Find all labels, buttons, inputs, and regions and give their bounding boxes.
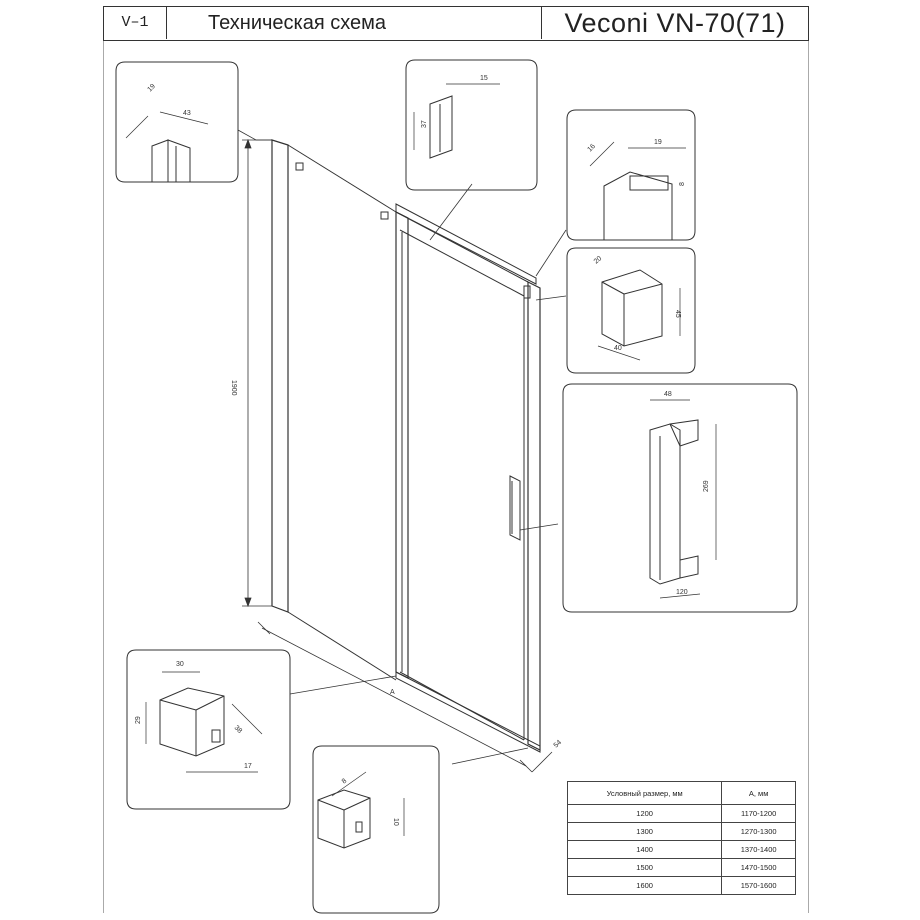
drawing-title: Техническая схема <box>208 12 387 34</box>
callout-top-profile <box>115 61 239 183</box>
svg-text:10: 10 <box>392 818 399 826</box>
fixed-panel-top <box>287 144 397 213</box>
svg-text:20: 20 <box>593 255 604 265</box>
svg-text:8: 8 <box>341 778 349 786</box>
callout-leaders <box>237 129 567 765</box>
door-glass-top <box>399 229 525 297</box>
door-handle <box>509 475 521 541</box>
svg-text:15: 15 <box>480 75 488 82</box>
callout-wall-profile <box>566 109 696 241</box>
svg-text:45: 45 <box>674 310 681 318</box>
table-header-row: Условный размер, мм А, мм <box>566 781 796 805</box>
door-right-profile <box>527 281 541 751</box>
top-rail <box>395 203 537 285</box>
table-row: 1400 1370-1400 <box>566 840 796 859</box>
height-label: 1900 <box>230 380 237 396</box>
svg-text:16: 16 <box>586 143 597 154</box>
table-header-nominal: Условный размер, мм <box>566 781 723 805</box>
svg-text:29: 29 <box>135 716 142 724</box>
fixed-panel-clip <box>295 162 304 171</box>
fixed-panel-clip <box>380 211 389 220</box>
size-table: Условный размер, мм А, мм 1200 1170-1200… <box>566 781 796 895</box>
table-header-a: А, мм <box>721 781 796 805</box>
sheet-code: V–1 <box>104 7 167 39</box>
svg-text:38: 38 <box>233 724 244 735</box>
svg-text:43: 43 <box>183 110 191 117</box>
model-name: Veconi VN-70(71) <box>541 7 808 39</box>
table-row: 1500 1470-1500 <box>566 858 796 877</box>
callout-bottom-profile <box>312 745 440 914</box>
callout-handle <box>562 383 798 613</box>
svg-text:269: 269 <box>703 480 710 492</box>
callout-bracket <box>566 247 696 374</box>
callout-top-rail <box>405 59 538 191</box>
wall-bracket <box>523 285 531 299</box>
svg-text:40: 40 <box>614 345 622 352</box>
title-block: V–1 Техническая схема Veconi VN-70(71) <box>103 6 809 41</box>
table-row: 1600 1570-1600 <box>566 876 796 895</box>
table-row: 1200 1170-1200 <box>566 804 796 823</box>
svg-text:37: 37 <box>421 120 428 128</box>
svg-text:120: 120 <box>676 589 688 596</box>
bottom-sill <box>395 671 541 753</box>
svg-text:30: 30 <box>176 661 184 668</box>
callout-hinge <box>126 649 291 810</box>
svg-text:8: 8 <box>679 182 686 186</box>
depth-dimension-line <box>531 751 553 773</box>
width-label: A <box>390 689 395 696</box>
shower-door-assembly <box>271 139 541 753</box>
svg-text:19: 19 <box>146 83 157 94</box>
drawing-frame <box>103 40 809 913</box>
svg-text:48: 48 <box>664 391 672 398</box>
svg-text:19: 19 <box>654 139 662 146</box>
fixed-panel-bottom <box>287 611 397 681</box>
fixed-panel-edge <box>271 139 289 613</box>
svg-text:17: 17 <box>244 763 252 770</box>
top-rail-inner <box>395 211 529 283</box>
width-dimension-line <box>261 627 397 699</box>
depth-label: 54 <box>553 739 564 749</box>
table-row: 1300 1270-1300 <box>566 822 796 841</box>
